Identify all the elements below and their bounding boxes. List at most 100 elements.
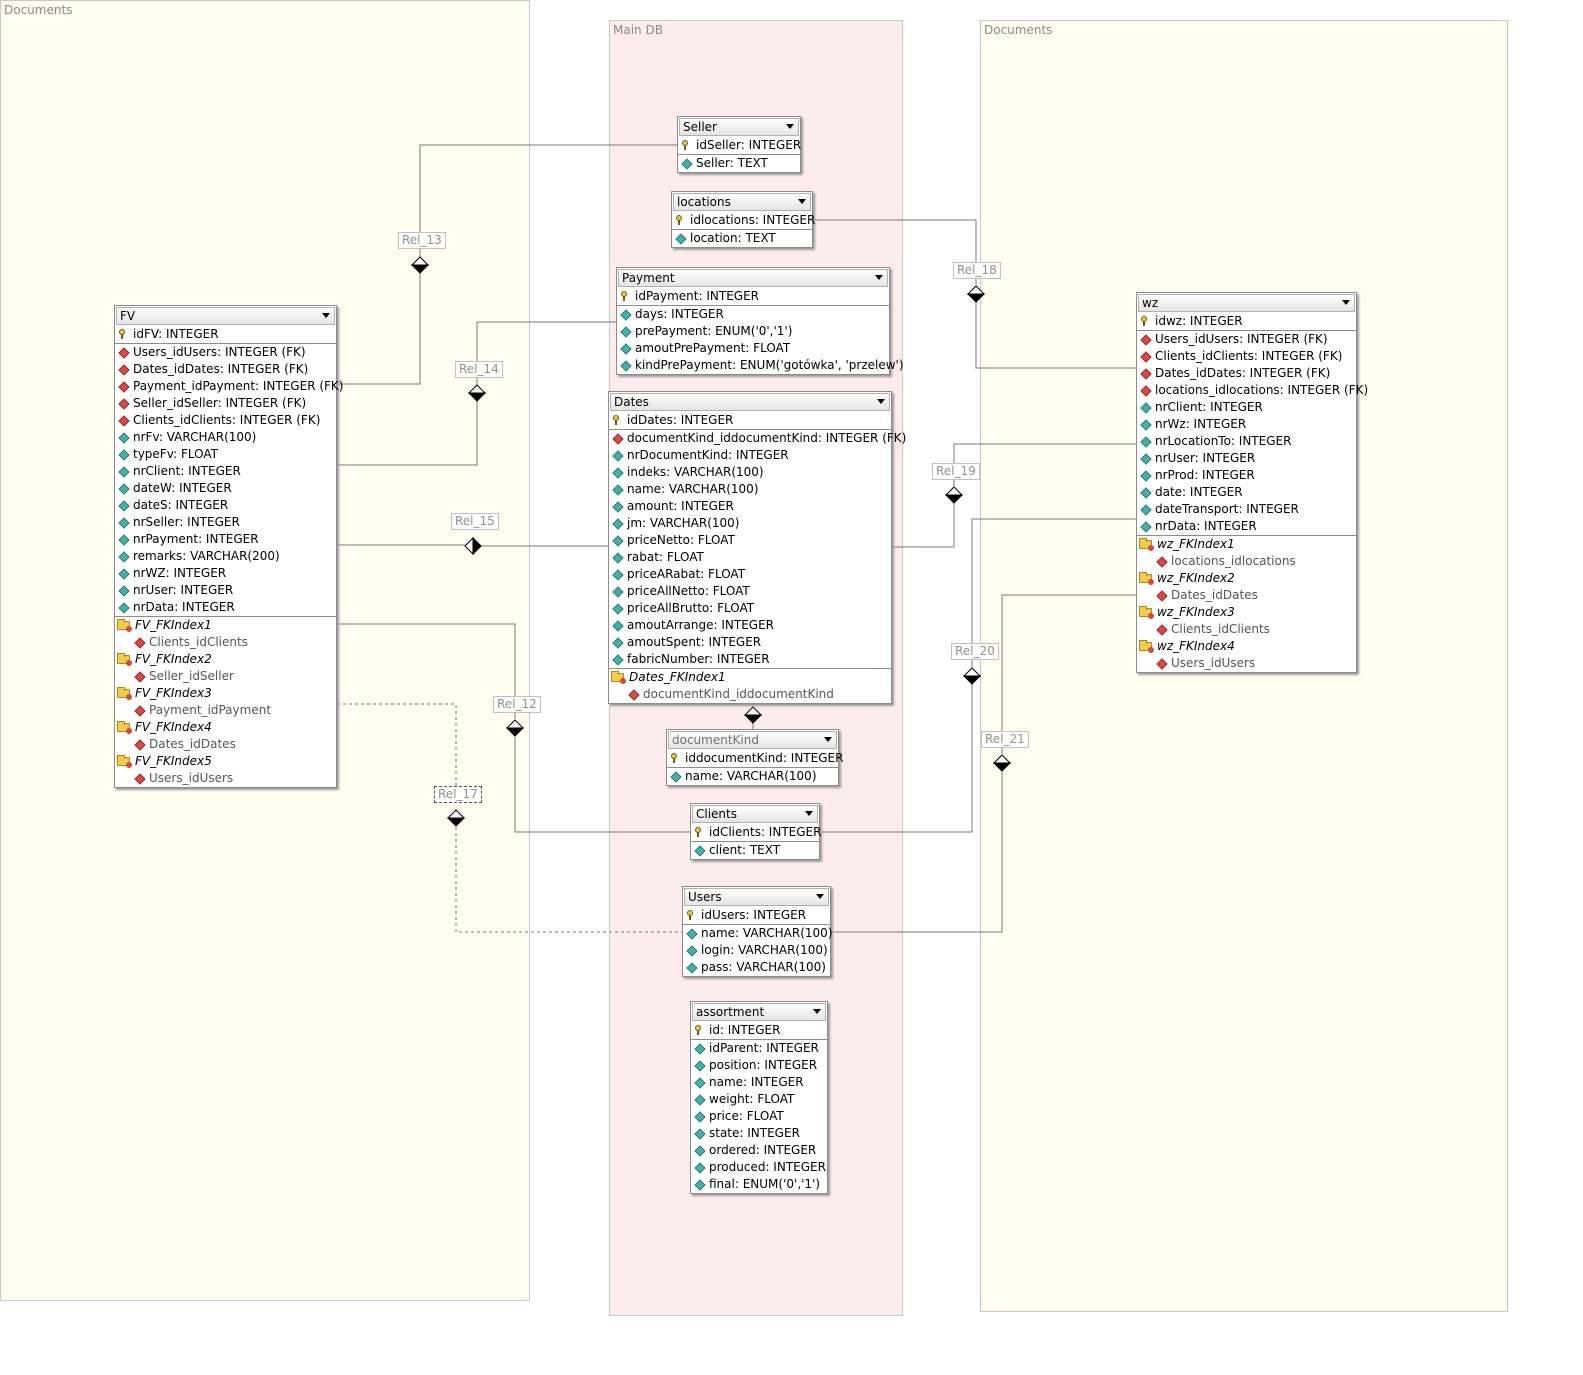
fk-column[interactable]: Clients_idClients: INTEGER (FK) xyxy=(115,412,336,429)
table-wz[interactable]: wz idwz: INTEGER Users_idUsers: INTEGER … xyxy=(1136,292,1368,673)
column[interactable]: nrClient: INTEGER xyxy=(1137,399,1356,416)
column[interactable]: nrUser: INTEGER xyxy=(1137,450,1356,467)
dropdown-arrow-icon[interactable] xyxy=(816,894,824,899)
dropdown-arrow-icon[interactable] xyxy=(798,199,806,204)
table-header[interactable]: Payment xyxy=(618,269,888,287)
table-clients[interactable]: Clients idClients: INTEGER client: TEXT xyxy=(690,803,821,860)
rel-label-19[interactable]: Rel_19 xyxy=(932,463,980,480)
column[interactable]: kindPrePayment: ENUM('gotówka', 'przelew… xyxy=(617,357,904,374)
index[interactable]: FV_FKIndex1 xyxy=(115,616,336,634)
index-column[interactable]: locations_idlocations xyxy=(1137,553,1356,570)
rel-label-18[interactable]: Rel_18 xyxy=(953,262,1001,279)
column[interactable]: price: FLOAT xyxy=(691,1108,827,1125)
column[interactable]: nrSeller: INTEGER xyxy=(115,514,336,531)
column[interactable]: produced: INTEGER xyxy=(691,1159,827,1176)
column[interactable]: jm: VARCHAR(100) xyxy=(609,515,891,532)
dropdown-arrow-icon[interactable] xyxy=(824,737,832,742)
table-header[interactable]: FV xyxy=(116,307,335,325)
table-header[interactable]: locations xyxy=(673,193,811,211)
column[interactable]: indeks: VARCHAR(100) xyxy=(609,464,891,481)
rel-label-12[interactable]: Rel_12 xyxy=(493,696,541,713)
index-column[interactable]: Payment_idPayment xyxy=(115,702,336,719)
column[interactable]: dateS: INTEGER xyxy=(115,497,336,514)
table-header[interactable]: Dates xyxy=(610,393,890,411)
index[interactable]: wz_FKIndex3 xyxy=(1137,604,1356,621)
pk-column[interactable]: idSeller: INTEGER xyxy=(678,137,801,155)
pk-column[interactable]: id: INTEGER xyxy=(691,1022,827,1040)
column[interactable]: name: VARCHAR(100) xyxy=(609,481,891,498)
rel-label-13[interactable]: Rel_13 xyxy=(398,232,446,249)
pk-column[interactable]: iddocumentKind: INTEGER xyxy=(667,750,843,768)
column[interactable]: amount: INTEGER xyxy=(609,498,891,515)
dropdown-arrow-icon[interactable] xyxy=(813,1009,821,1014)
column[interactable]: final: ENUM('0','1') xyxy=(691,1176,827,1193)
index-column[interactable]: Dates_idDates xyxy=(1137,587,1356,604)
table-seller[interactable]: Seller idSeller: INTEGER Seller: TEXT xyxy=(677,116,801,173)
column[interactable]: Seller: TEXT xyxy=(678,155,800,172)
column[interactable]: priceAllNetto: FLOAT xyxy=(609,583,891,600)
fk-column[interactable]: Clients_idClients: INTEGER (FK) xyxy=(1137,348,1356,365)
rel-label-15[interactable]: Rel_15 xyxy=(451,513,499,530)
table-header[interactable]: assortment xyxy=(692,1003,826,1021)
dropdown-arrow-icon[interactable] xyxy=(875,275,883,280)
column[interactable]: fabricNumber: INTEGER xyxy=(609,651,891,668)
column[interactable]: amoutPrePayment: FLOAT xyxy=(617,340,889,357)
pk-column[interactable]: idPayment: INTEGER xyxy=(617,288,889,306)
table-locations[interactable]: locations idlocations: INTEGER location:… xyxy=(671,191,815,248)
column[interactable]: location: TEXT xyxy=(672,230,812,247)
column[interactable]: priceAllBrutto: FLOAT xyxy=(609,600,891,617)
fk-column[interactable]: Seller_idSeller: INTEGER (FK) xyxy=(115,395,336,412)
pk-column[interactable]: idDates: INTEGER xyxy=(609,412,891,430)
dropdown-arrow-icon[interactable] xyxy=(322,313,330,318)
index[interactable]: FV_FKIndex2 xyxy=(115,651,336,668)
index-column[interactable]: Dates_idDates xyxy=(115,736,336,753)
index-column[interactable]: documentKind_iddocumentKind xyxy=(609,686,891,703)
index[interactable]: FV_FKIndex3 xyxy=(115,685,336,702)
fk-column[interactable]: Users_idUsers: INTEGER (FK) xyxy=(1137,331,1356,348)
pk-column[interactable]: idClients: INTEGER xyxy=(691,824,821,842)
column[interactable]: ordered: INTEGER xyxy=(691,1142,827,1159)
column[interactable]: days: INTEGER xyxy=(617,306,889,323)
column[interactable]: remarks: VARCHAR(200) xyxy=(115,548,336,565)
pk-column[interactable]: idlocations: INTEGER xyxy=(672,212,815,230)
fk-column[interactable]: Users_idUsers: INTEGER (FK) xyxy=(115,344,336,361)
column[interactable]: nrData: INTEGER xyxy=(1137,518,1356,535)
column[interactable]: dateTransport: INTEGER xyxy=(1137,501,1356,518)
fk-column[interactable]: documentKind_iddocumentKind: INTEGER (FK… xyxy=(609,430,906,447)
column[interactable]: priceNetto: FLOAT xyxy=(609,532,891,549)
dropdown-arrow-icon[interactable] xyxy=(805,811,813,816)
index-column[interactable]: Seller_idSeller xyxy=(115,668,336,685)
index-column[interactable]: Users_idUsers xyxy=(115,770,336,787)
column[interactable]: amoutArrange: INTEGER xyxy=(609,617,891,634)
rel-label-17[interactable]: Rel_17 xyxy=(434,786,482,803)
column[interactable]: prePayment: ENUM('0','1') xyxy=(617,323,889,340)
rel-label-14[interactable]: Rel_14 xyxy=(455,361,503,378)
column[interactable]: nrWz: INTEGER xyxy=(1137,416,1356,433)
table-payment[interactable]: Payment idPayment: INTEGER days: INTEGER… xyxy=(616,267,904,375)
dropdown-arrow-icon[interactable] xyxy=(877,399,885,404)
column[interactable]: priceARabat: FLOAT xyxy=(609,566,891,583)
column[interactable]: nrData: INTEGER xyxy=(115,599,336,616)
table-header[interactable]: Clients xyxy=(692,805,818,823)
column[interactable]: amoutSpent: INTEGER xyxy=(609,634,891,651)
dropdown-arrow-icon[interactable] xyxy=(786,124,794,129)
pk-column[interactable]: idwz: INTEGER xyxy=(1137,313,1356,331)
column[interactable]: name: INTEGER xyxy=(691,1074,827,1091)
index[interactable]: FV_FKIndex5 xyxy=(115,753,336,770)
column[interactable]: state: INTEGER xyxy=(691,1125,827,1142)
column[interactable]: nrClient: INTEGER xyxy=(115,463,336,480)
column[interactable]: name: VARCHAR(100) xyxy=(667,768,838,785)
fk-column[interactable]: Payment_idPayment: INTEGER (FK) xyxy=(115,378,343,395)
index[interactable]: wz_FKIndex1 xyxy=(1137,535,1356,553)
column[interactable]: login: VARCHAR(100) xyxy=(683,942,830,959)
table-header[interactable]: Seller xyxy=(679,118,799,136)
column[interactable]: nrProd: INTEGER xyxy=(1137,467,1356,484)
rel-label-21[interactable]: Rel_21 xyxy=(981,731,1029,748)
column[interactable]: idParent: INTEGER xyxy=(691,1040,827,1057)
table-fv[interactable]: FV idFV: INTEGER Users_idUsers: INTEGER … xyxy=(114,305,343,788)
column[interactable]: client: TEXT xyxy=(691,842,819,859)
column[interactable]: nrWZ: INTEGER xyxy=(115,565,336,582)
index-column[interactable]: Clients_idClients xyxy=(115,634,336,651)
index-column[interactable]: Users_idUsers xyxy=(1137,655,1356,672)
column[interactable]: nrDocumentKind: INTEGER xyxy=(609,447,891,464)
